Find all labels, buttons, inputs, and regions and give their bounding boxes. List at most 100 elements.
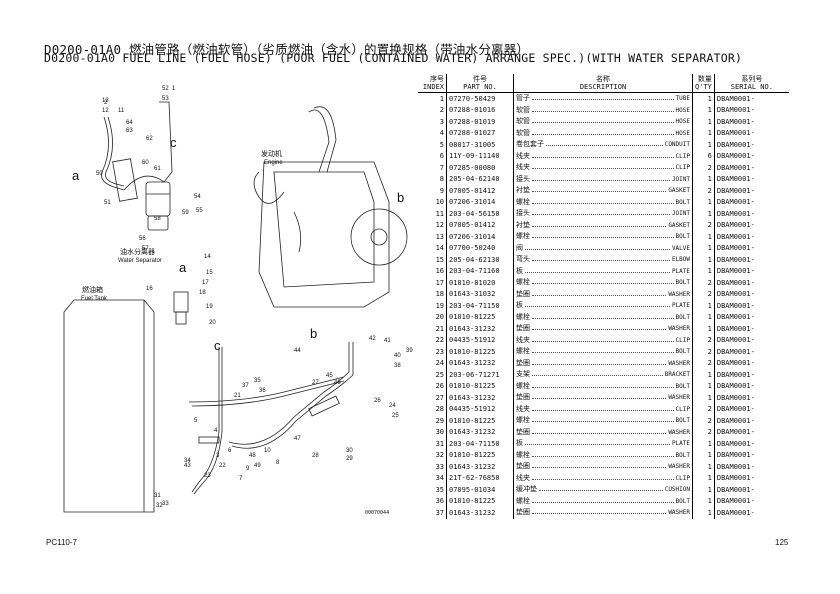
desc-en: WASHER — [668, 428, 690, 436]
cell-part-no: 01643-31232 — [446, 323, 514, 335]
ref-a-mid: a — [179, 260, 187, 275]
cell-serial: DBAM0001- — [716, 117, 755, 126]
callout-number: 18 — [199, 290, 206, 296]
callout-number: 29 — [346, 456, 353, 462]
leader-dots — [532, 392, 667, 399]
cell-index: 27 — [418, 392, 447, 404]
callout-number: 21 — [234, 393, 241, 399]
cell-serial: DBAM0001- — [716, 163, 755, 172]
desc-en: BOLT — [675, 279, 690, 286]
leader-dots — [525, 300, 670, 307]
cell-part-no: 07005-01412 — [446, 185, 514, 197]
cell-serial: DBAM0001- — [716, 94, 755, 103]
cell-index: 12 — [418, 219, 447, 231]
leader-dots — [525, 243, 670, 250]
callout-number: 51 — [104, 200, 111, 206]
desc-en: PLATE — [671, 440, 690, 447]
cell-index: 18 — [418, 288, 447, 300]
cell-index: 19 — [418, 300, 447, 312]
callout-number: 47 — [294, 436, 301, 442]
cell-index: 7 — [418, 162, 447, 174]
desc-cn: 板 — [516, 439, 523, 447]
desc-cn: 管子 — [516, 94, 530, 102]
callout-number: 23 — [204, 473, 211, 479]
model-number: PC110-7 — [46, 538, 77, 547]
cell-index: 11 — [418, 208, 447, 220]
cell-index: 10 — [418, 196, 447, 208]
cell-serial: DBAM0001- — [716, 393, 755, 402]
desc-en: ELBOW — [671, 256, 690, 263]
cell-serial: DBAM0001- — [716, 106, 755, 114]
cell-index: 16 — [418, 265, 447, 277]
cell-serial: DBAM0001- — [716, 255, 755, 264]
cell-index: 14 — [418, 242, 447, 254]
title-english: D0200-01A0 FUEL LINE (FUEL HOSE) (POOR F… — [44, 51, 743, 65]
desc-en: HOSE — [675, 118, 690, 125]
leader-dots — [532, 197, 674, 204]
cell-serial: DBAM0001- — [716, 232, 755, 241]
callout-number: 30 — [346, 448, 353, 454]
cell-part-no: 11Y-09-11140 — [446, 150, 514, 162]
engine-label-cn: 发动机 — [261, 149, 282, 158]
cell-serial: DBAM0001- — [716, 209, 755, 218]
cell-serial: DBAM0001- — [716, 221, 755, 229]
cell-serial: DBAM0001- — [716, 405, 755, 413]
cell-quantity: 2 — [692, 357, 715, 369]
desc-cn: 线夹 — [516, 473, 530, 482]
cell-quantity: 2 — [692, 346, 715, 358]
leader-dots — [532, 381, 674, 388]
cell-part-no: 07206-31014 — [446, 231, 514, 243]
cell-quantity: 1 — [692, 380, 715, 392]
cell-part-no: 203-04-71150 — [446, 438, 514, 450]
callout-number: 14 — [204, 254, 211, 260]
desc-en: BOLT — [675, 382, 690, 390]
cell-part-no: 203-04-71160 — [446, 265, 514, 277]
desc-en: CLIP — [675, 164, 690, 171]
desc-cn: 垫圈 — [516, 289, 530, 298]
callout-number: 17 — [202, 280, 209, 286]
desc-cn: 螺栓 — [516, 416, 530, 424]
callout-number: 19 — [206, 304, 213, 310]
callout-number: 36 — [259, 388, 266, 394]
cell-part-no: 205-04-62140 — [446, 173, 514, 185]
callout-number: 35 — [254, 378, 261, 384]
leader-dots — [532, 93, 674, 100]
ref-c-lower: c — [214, 338, 221, 353]
desc-cn: 支架 — [516, 370, 530, 378]
callout-number: 3 — [216, 453, 220, 459]
callout-number: 25 — [392, 413, 399, 419]
callout-number: 12 — [102, 108, 109, 114]
cell-quantity: 1 — [692, 495, 715, 507]
cell-quantity: 1 — [692, 265, 715, 277]
callout-number: 11 — [118, 108, 125, 114]
desc-en: BOLT — [675, 417, 690, 424]
leader-dots — [532, 162, 674, 169]
cell-quantity: 1 — [692, 311, 715, 323]
callout-number: 26 — [374, 398, 381, 404]
cell-quantity: 1 — [692, 472, 715, 484]
title-chinese: D0200-01A0 燃油管路（燃油软管）（劣质燃油（含水）的置换规格（带油水分… — [44, 42, 530, 57]
cell-part-no: 01643-31232 — [446, 357, 514, 369]
cell-part-no: 01643-31232 — [446, 426, 514, 438]
cell-quantity: 2 — [692, 162, 715, 174]
leader-dots — [532, 174, 670, 181]
cell-index: 36 — [418, 495, 447, 507]
desc-cn: 螺栓 — [516, 347, 530, 355]
callout-number: 44 — [294, 348, 301, 354]
leader-dots — [532, 220, 667, 227]
